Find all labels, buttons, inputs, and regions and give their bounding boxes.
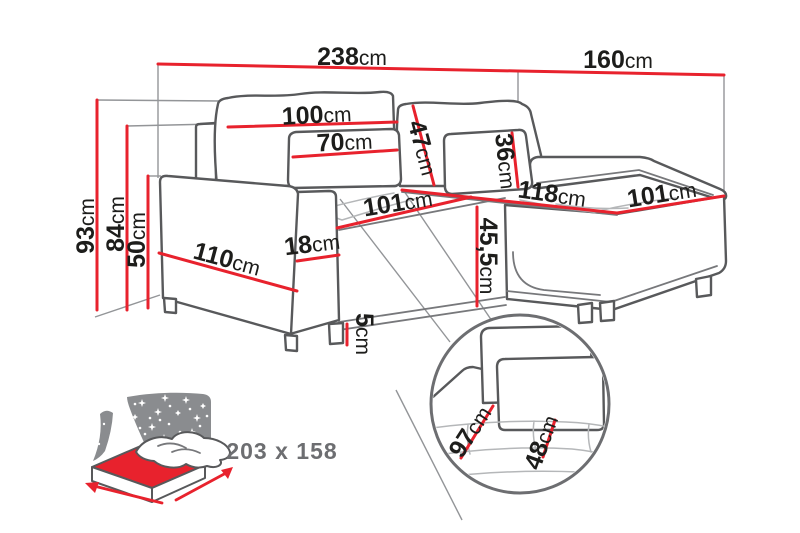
dim-label-chaise-length: 160cm (583, 46, 653, 74)
backrest-panel (194, 121, 218, 242)
pillow-large (286, 127, 403, 190)
dim-unit: cm (359, 47, 387, 70)
dim-label-armrest-height: 50cm (123, 212, 151, 268)
bed-size-arrows (85, 467, 233, 505)
projection-line (96, 99, 221, 102)
dim-label-side-pillow-height: 36cm (489, 132, 523, 190)
dim-label-chaise-width: 101cm (625, 175, 698, 214)
dim-label-back-cushion-width: 100cm (281, 99, 352, 131)
arrow-depth (174, 471, 228, 502)
bed-blanket-folds (157, 442, 201, 454)
dimension-line-100 (226, 120, 399, 129)
sleeping-area-icon (85, 392, 233, 505)
chaise-piping (506, 251, 718, 303)
dimension-line-18 (295, 253, 341, 263)
dim-label-chaise-seat-length: 118cm (516, 175, 588, 212)
detail-frame-edge (433, 365, 484, 399)
dim-label-seat-width: 101cm (361, 184, 434, 223)
armrest-side-face (288, 189, 341, 336)
sleeping-area-label: 203 x 158 (226, 438, 337, 464)
sofa-leg (694, 274, 713, 299)
sofa-leg (598, 299, 616, 323)
dimension-line-160 (516, 69, 726, 77)
arrow-depth-head (221, 467, 233, 479)
dimension-line-110 (157, 251, 299, 293)
pillow-small (442, 128, 534, 196)
chaise-armrest (528, 155, 728, 201)
sofa-leg (576, 301, 594, 325)
dimension-line-36 (510, 131, 520, 189)
dimension-line-101-chaise (615, 194, 726, 215)
floor-line (395, 389, 463, 521)
dimension-line-48 (541, 418, 557, 459)
bed-right-face (151, 464, 206, 503)
dimension-line-97 (459, 404, 495, 460)
sofa-leg (327, 321, 345, 346)
arrow-width-head (85, 482, 99, 493)
dimension-line-47 (411, 104, 436, 187)
dimension-line-101-seat (335, 195, 473, 230)
arrow-width (92, 484, 164, 505)
night-sky-sliver (93, 410, 113, 461)
dim-label-total-height: 93cm (72, 198, 100, 254)
dim-label-pillow-width: 70cm (316, 127, 373, 158)
dim-label-leg-height: 5cm (350, 313, 378, 355)
sofa-leg (162, 296, 178, 315)
dim-value: 238 (317, 43, 359, 71)
magnifier-detail (429, 313, 611, 495)
dim-label-back-height: 84cm (102, 196, 130, 252)
dimension-line-70 (291, 148, 399, 159)
armrest-front-face (158, 174, 300, 336)
dimension-lines (95, 62, 726, 347)
dimension-line-118 (400, 188, 619, 215)
chaise-armrest-inner-edge (536, 169, 714, 196)
sofa-drawing (158, 90, 728, 353)
dim-label-seat-height: 45,5cm (474, 218, 502, 295)
dim-label-armrest-width: 18cm (283, 227, 342, 262)
sofa-leg (283, 333, 299, 353)
dimension-line-238 (156, 62, 520, 73)
dim-label-total-width: 238cm (317, 43, 387, 71)
